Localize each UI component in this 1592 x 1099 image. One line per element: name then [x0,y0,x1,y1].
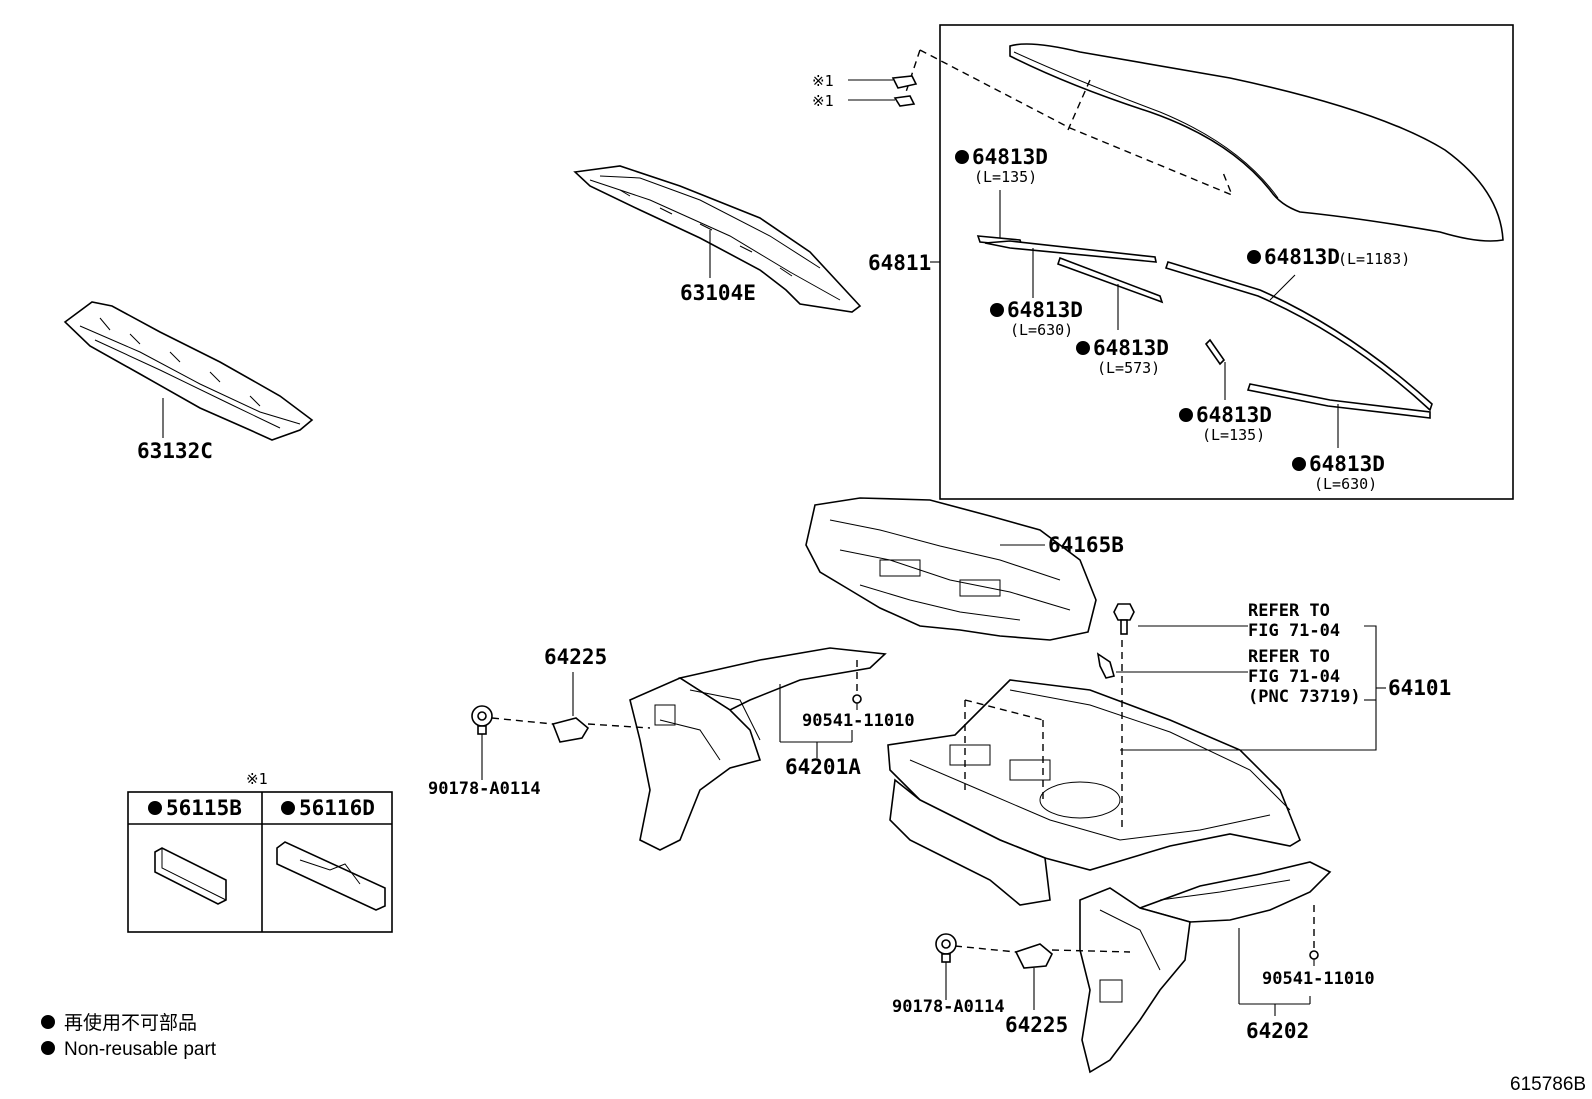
clip-table [127,791,393,933]
refer-line: REFER TO [1248,601,1330,621]
part-label-56115B: 56115B [166,796,242,820]
legend-dot [41,1015,55,1029]
part-label-90541-top: 90541-11010 [802,711,915,731]
part-label-64202: 64202 [1246,1019,1309,1043]
molding-label: 64813D [1264,245,1340,269]
part-label-64811: 64811 [868,251,931,275]
part-64202 [1079,861,1332,1074]
non-reusable-dot [148,801,162,815]
part-label-64165B: 64165B [1048,533,1124,557]
molding-length: (L=573) [1097,359,1160,377]
molding-length: (L=135) [1202,426,1265,444]
bolt-icon [1113,603,1135,635]
clip-1 [848,75,918,107]
refer-line: REFER TO [1248,647,1330,667]
clip-guide [904,49,921,96]
guide [964,699,1044,721]
molding-length: (L=1183) [1338,250,1410,268]
part-label-90178-bottom: 90178-A0114 [892,997,1005,1017]
legend-jp: 再使用不可部品 [64,1012,197,1034]
non-reusable-dot [1076,341,1090,355]
part-label-56116D: 56116D [299,796,375,820]
back-window-glass [1009,43,1504,242]
note-mark-box: ※1 [246,770,268,788]
refer-line: FIG 71-04 [1248,667,1340,687]
part-64225-top [551,717,590,743]
nut-icon [935,933,957,963]
nut-icon [471,705,493,735]
non-reusable-dot [1179,408,1193,422]
screw-icon [1309,950,1319,966]
clip-guide-3 [1067,79,1091,131]
legend-en: Non-reusable part [64,1039,217,1060]
molding-label: 64813D [972,145,1048,169]
bracket-icon [1096,652,1115,679]
molding-length: (L=135) [974,168,1037,186]
part-label-90541-bottom: 90541-11010 [1262,969,1375,989]
molding-label: 64813D [1093,336,1169,360]
clip-guide-2 [919,49,1234,197]
note-mark-1: ※1 [812,72,834,90]
leader [1269,274,1296,301]
non-reusable-dot [955,150,969,164]
part-64101 [887,679,1301,906]
refer-line: FIG 71-04 [1248,621,1340,641]
molding-label: 64813D [1007,298,1083,322]
part-label-64101: 64101 [1388,676,1451,700]
non-reusable-dot [281,801,295,815]
molding-label: 64813D [1196,403,1272,427]
non-reusable-dot [1292,457,1306,471]
non-reusable-dot [990,303,1004,317]
guide [491,717,651,729]
refer-line: (PNC 73719) [1248,687,1361,707]
guide [954,945,1131,953]
moldings [976,235,1433,419]
note-mark-2: ※1 [812,92,834,110]
part-63132C [63,301,314,441]
part-56116D [276,841,386,911]
part-label-63104E: 63104E [680,281,756,305]
part-label-64201A: 64201A [785,755,861,779]
molding-length: (L=630) [1010,321,1073,339]
part-label-64225-bottom: 64225 [1005,1013,1068,1037]
part-64225-bottom [1014,943,1053,969]
screw-icon [852,694,862,710]
non-reusable-dot [1247,250,1261,264]
molding-label: 64813D [1309,452,1385,476]
part-label-90178-top: 90178-A0114 [428,779,541,799]
diagram-id: 615786B [1510,1074,1586,1095]
part-label-63132C: 63132C [137,439,213,463]
legend-dot [41,1041,55,1055]
part-64201A [629,647,887,851]
part-63104E [573,165,862,313]
part-64165B [805,497,1097,641]
part-56115B [154,847,227,905]
part-label-64225-top: 64225 [544,645,607,669]
molding-length: (L=630) [1314,475,1377,493]
